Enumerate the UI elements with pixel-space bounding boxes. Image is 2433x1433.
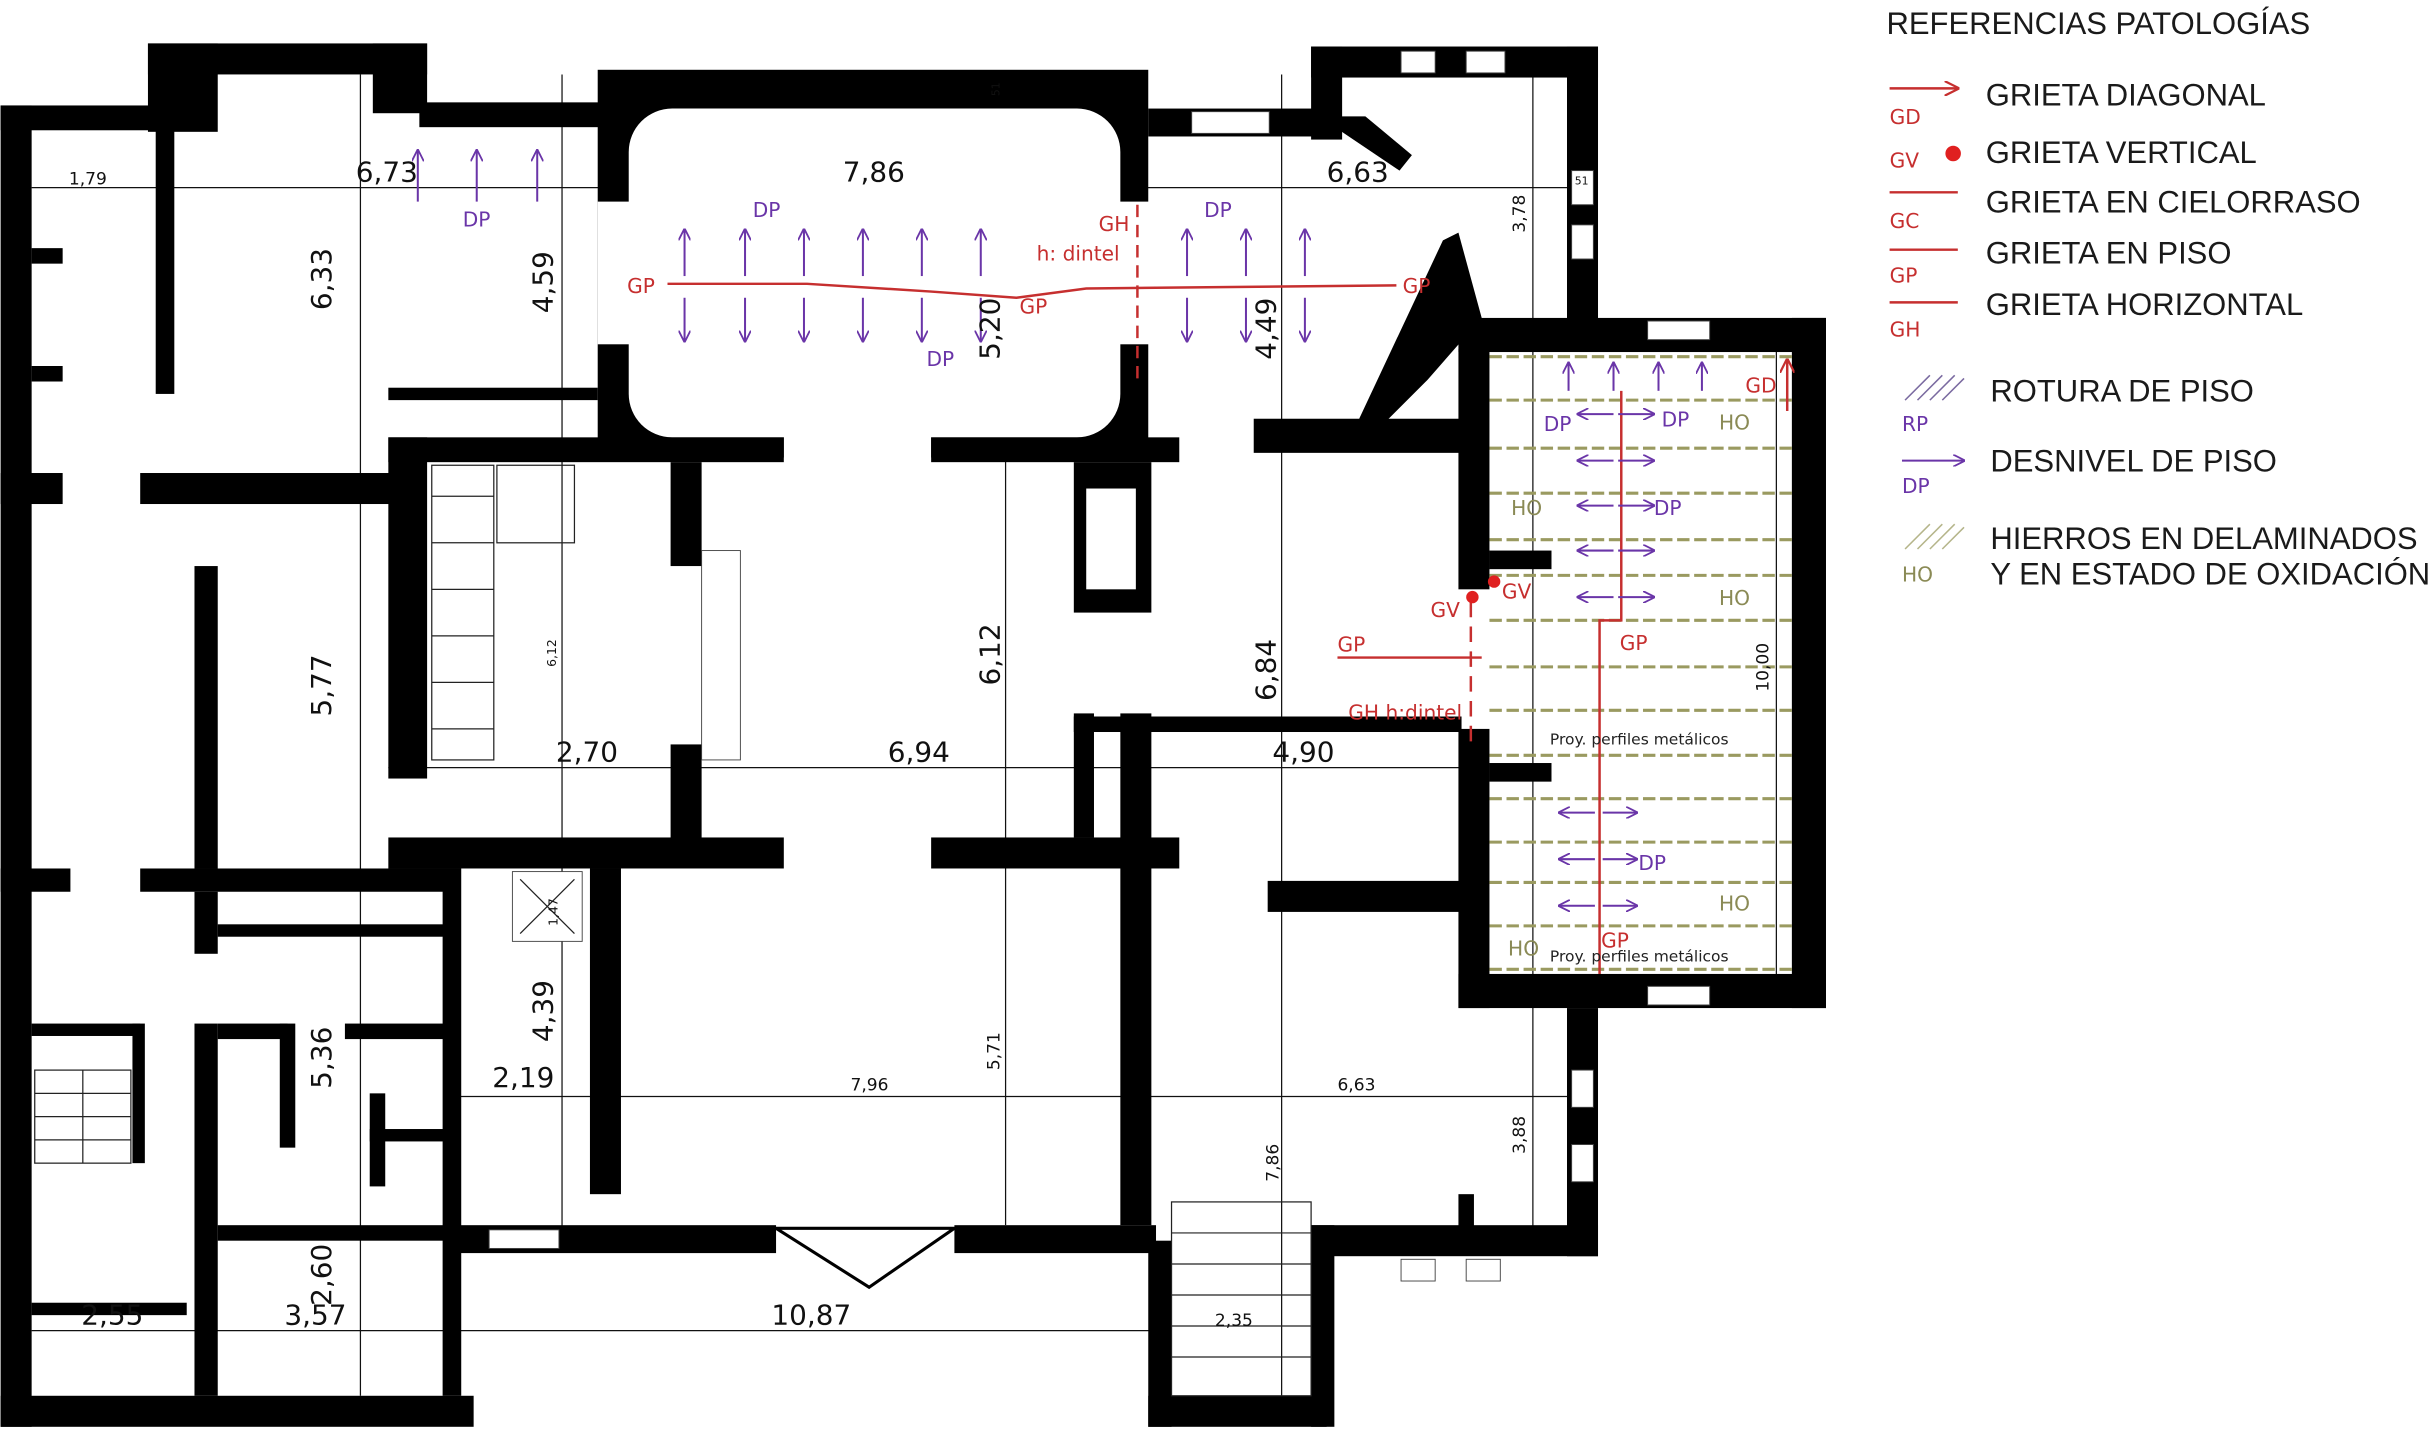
legend-label: GRIETA HORIZONTAL (1986, 287, 2304, 322)
dim-label: 4,49 (1249, 298, 1282, 360)
dim-label: 6,63 (1327, 155, 1389, 188)
dim-label: 6,73 (356, 155, 418, 188)
note-metal-profiles: Proy. perfiles metálicos (1550, 948, 1729, 966)
oxidation-label: HO (1508, 936, 1539, 960)
dim-label: 2,70 (556, 735, 618, 768)
oxidation-hatch (1489, 355, 1792, 971)
vertical-crack-dot (1466, 590, 1479, 604)
legend-code: GP (1890, 263, 1918, 287)
dim-label: 10,00 (1754, 643, 1774, 692)
legend-label: GRIETA DIAGONAL (1986, 77, 2266, 112)
floor-level-label: DP (1544, 412, 1572, 436)
dim-label: 4,39 (527, 980, 560, 1042)
walls (0, 43, 1826, 1427)
dim-label: 3,88 (1510, 1116, 1530, 1154)
oxidation-label: HO (1719, 891, 1750, 915)
floor-level-label: DP (463, 207, 491, 231)
oxidation-label: HO (1511, 496, 1542, 520)
legend-item-gh: GH GRIETA HORIZONTAL (1889, 287, 2304, 342)
floor-level-arrows (418, 150, 1702, 905)
legend-label: GRIETA EN PISO (1986, 236, 2232, 271)
vertical-crack-dot (1487, 575, 1501, 588)
crack-label: GH (1099, 212, 1130, 236)
crack-label: GV (1431, 598, 1461, 622)
legend-code: RP (1902, 412, 1928, 436)
legend-item-gd: GD GRIETA DIAGONAL (1889, 77, 2266, 129)
oxidation-label: HO (1719, 586, 1750, 610)
crack-label: GP (1020, 294, 1048, 318)
legend-title: REFERENCIAS PATOLOGÍAS (1886, 6, 2310, 41)
dim-label: 5,77 (305, 654, 338, 716)
crack-label: GP (1601, 929, 1629, 953)
legend-item-rp: RP ROTURA DE PISO (1902, 374, 2254, 436)
dim-label: 2,35 (1215, 1311, 1253, 1331)
crack-label: GV (1502, 580, 1532, 604)
floor-level-label: DP (753, 198, 781, 222)
floor-level-label: DP (1204, 198, 1232, 222)
legend-item-gp: GP GRIETA EN PISO (1889, 236, 2232, 287)
legend: REFERENCIAS PATOLOGÍAS GD GRIETA DIAGONA… (1886, 6, 2430, 592)
legend-code: DP (1902, 474, 1930, 498)
pathology-labels: GH h: dintel GP GP GP GD GV GV GP GP GH … (463, 198, 1777, 965)
legend-label: HIERROS EN DELAMINADOS (1990, 521, 2417, 556)
crack-label: GP (627, 274, 655, 298)
floor-level-label: DP (1638, 851, 1666, 875)
crack-label: h: dintel (1037, 242, 1120, 266)
vertical-crack-dot-icon (1945, 145, 1961, 162)
legend-code: GH (1890, 318, 1921, 342)
crack-label: GP (1620, 631, 1648, 655)
crack-label: GH h:dintel (1348, 701, 1462, 725)
crack-label: GD (1745, 373, 1776, 397)
legend-code: GC (1890, 209, 1920, 233)
legend-label: GRIETA VERTICAL (1986, 135, 2257, 170)
dim-label: 3,78 (1510, 195, 1530, 233)
dim-label: 6,12 (544, 639, 559, 667)
dim-label: 5,20 (973, 298, 1006, 360)
dim-label: 4,59 (527, 251, 560, 313)
legend-code: GV (1890, 148, 1920, 172)
dim-label: 3,57 (284, 1298, 346, 1331)
floor-level-label: DP (1654, 496, 1682, 520)
dim-label: 6,84 (1249, 639, 1282, 701)
stairs (34, 464, 1312, 1397)
dim-label: 6,12 (973, 623, 1006, 685)
note-metal-profiles: Proy. perfiles metálicos (1550, 730, 1729, 748)
crack-label: GP (1403, 274, 1431, 298)
dim-label: 7,96 (850, 1075, 888, 1095)
legend-code: GD (1890, 105, 1921, 129)
oxidation-label: HO (1719, 411, 1750, 435)
floor-level-label: DP (926, 347, 954, 371)
dim-label: 2,60 (305, 1244, 338, 1306)
dim-label: 6,33 (305, 248, 338, 310)
floor-break-hatch-icon (1904, 374, 1965, 401)
legend-item-dp: DP DESNIVEL DE PISO (1902, 443, 2277, 498)
dim-label: 1,47 (545, 898, 560, 926)
dim-label: 2,19 (492, 1061, 554, 1094)
legend-label: DESNIVEL DE PISO (1990, 443, 2277, 478)
dim-label: 6,63 (1337, 1075, 1375, 1095)
dim-label: 6,94 (888, 735, 950, 768)
legend-label: GRIETA EN CIELORRASO (1986, 184, 2361, 219)
dim-label: 4,90 (1272, 735, 1334, 768)
dim-label: 51 (1575, 175, 1589, 188)
dim-label: 7,86 (843, 155, 905, 188)
legend-label: ROTURA DE PISO (1990, 374, 2254, 409)
legend-item-ho: HO HIERROS EN DELAMINADOS Y EN ESTADO DE… (1902, 521, 2430, 592)
dimension-labels: 1,79 6,73 7,86 6,63 6,33 4,59 5,20 4,49 … (69, 82, 1774, 1331)
dim-label: 7,86 (1264, 1144, 1284, 1182)
dim-label: 51 (989, 82, 1002, 96)
dim-label: 5,71 (984, 1032, 1004, 1070)
legend-item-gv: GV GRIETA VERTICAL (1890, 135, 2257, 173)
floor-level-label: DP (1662, 407, 1690, 431)
dim-label: 10,87 (771, 1298, 851, 1331)
legend-item-gc: GC GRIETA EN CIELORRASO (1889, 184, 2361, 233)
dim-label: 2,55 (81, 1298, 143, 1331)
dim-label: 5,36 (305, 1027, 338, 1089)
crack-label: GP (1337, 632, 1365, 656)
legend-code: HO (1902, 563, 1933, 587)
dim-label: 1,79 (69, 170, 107, 190)
legend-label-line2: Y EN ESTADO DE OXIDACIÓN (1990, 557, 2430, 592)
oxidation-hatch-icon (1904, 523, 1965, 550)
